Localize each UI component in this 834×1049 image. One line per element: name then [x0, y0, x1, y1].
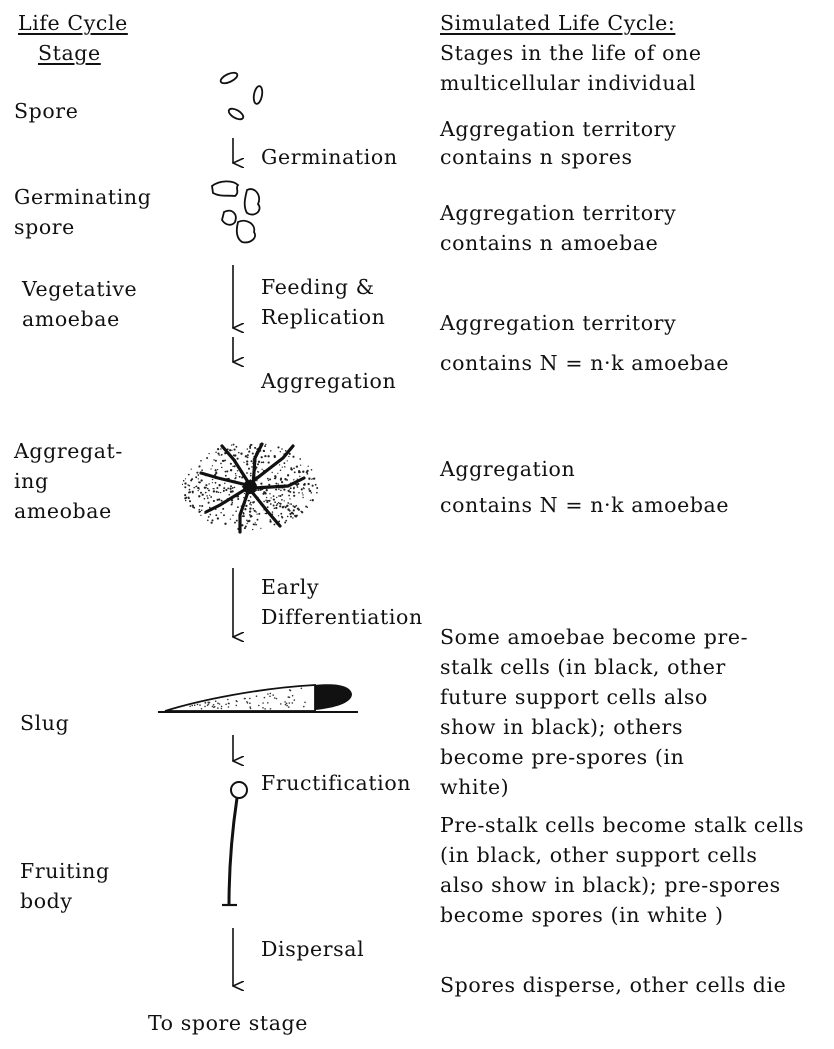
- desc-differentiation-line-3: future support cells also: [440, 685, 708, 709]
- aggregation-icon: [181, 442, 319, 534]
- stage-fruiting-body-line-1: Fruiting: [20, 859, 110, 883]
- desc-replicated-line-1: Aggregation territory: [440, 311, 677, 335]
- desc-fruiting-line-1: Pre-stalk cells become stalk cells: [440, 813, 805, 837]
- transition-feeding-line-2: Replication: [261, 305, 386, 329]
- desc-differentiation-line-1: Some amoebae become pre-: [440, 625, 749, 649]
- desc-aggregation-line-1: Aggregation: [440, 457, 576, 481]
- desc-fruiting-line-2: (in black, other support cells: [440, 843, 758, 867]
- desc-amoebae-line-2: contains n amoebae: [440, 231, 659, 255]
- right-header-title: Simulated Life Cycle:: [440, 11, 676, 35]
- fruiting-body-icon: [222, 781, 248, 907]
- slug-icon: [158, 684, 358, 713]
- desc-differentiation-line-6: white): [440, 775, 510, 799]
- desc-differentiation-line-4: show in black); others: [440, 715, 684, 739]
- desc-amoebae-line-1: Aggregation territory: [440, 201, 677, 225]
- stage-germinating-spore-line-1: Germinating: [14, 185, 152, 209]
- transition-early-differentiation-line-1: Early: [261, 575, 320, 599]
- right-header-subtitle-2: multicellular individual: [440, 71, 697, 95]
- desc-spores-line-1: Aggregation territory: [440, 117, 677, 141]
- germinating-spore-icon: [211, 180, 261, 244]
- desc-replicated-line-2: contains N = n·k amoebae: [440, 351, 730, 375]
- right-header-subtitle-1: Stages in the life of one: [440, 41, 702, 65]
- stage-vegetative-amoebae-line-1: Vegetative: [22, 277, 138, 301]
- stage-aggregating-line-3: ameobae: [14, 499, 112, 523]
- stage-germinating-spore-line-2: spore: [14, 215, 75, 239]
- transition-fructification: Fructification: [261, 771, 412, 795]
- desc-fruiting-line-4: become spores (in white ): [440, 903, 724, 927]
- transition-early-differentiation-line-2: Differentiation: [261, 605, 423, 629]
- transition-feeding-line-1: Feeding &: [261, 275, 375, 299]
- stage-spore: Spore: [14, 99, 79, 123]
- stage-slug: Slug: [20, 711, 70, 735]
- desc-differentiation-line-5: become pre-spores (in: [440, 745, 685, 769]
- desc-aggregation-line-2: contains N = n·k amoebae: [440, 493, 730, 517]
- stage-aggregating-line-2: ing: [14, 469, 49, 493]
- transition-aggregation: Aggregation: [261, 369, 397, 393]
- stage-vegetative-amoebae-line-2: amoebae: [22, 307, 120, 331]
- desc-fruiting-line-3: also show in black); pre-spores: [440, 873, 781, 897]
- footer-to-spore-stage: To spore stage: [148, 1011, 309, 1035]
- desc-spores-line-2: contains n spores: [440, 145, 633, 169]
- left-header-line-2: Stage: [38, 41, 101, 65]
- spore-icon: [219, 71, 264, 121]
- transition-dispersal: Dispersal: [261, 937, 365, 961]
- transition-germination: Germination: [261, 145, 398, 169]
- left-header-line-1: Life Cycle: [18, 11, 128, 35]
- stage-aggregating-line-1: Aggregat-: [14, 439, 123, 463]
- desc-dispersal: Spores disperse, other cells die: [440, 973, 787, 997]
- stage-fruiting-body-line-2: body: [20, 889, 73, 913]
- desc-differentiation-line-2: stalk cells (in black, other: [440, 655, 726, 679]
